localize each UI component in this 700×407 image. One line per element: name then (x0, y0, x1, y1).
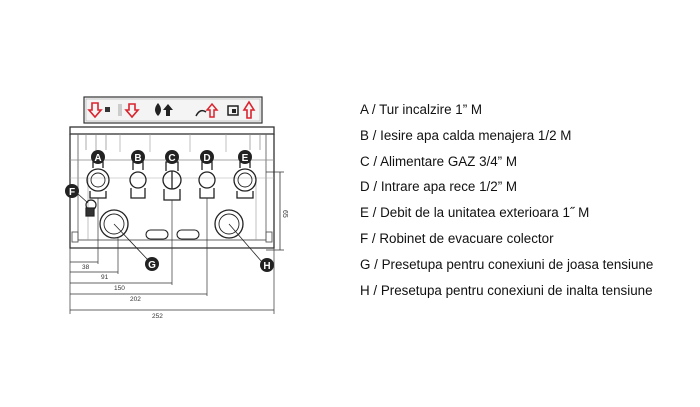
dim-91: 91 (101, 274, 109, 281)
dim-38: 38 (82, 264, 90, 271)
letter-H: H (263, 261, 270, 272)
bubble-E: E (238, 150, 252, 164)
legend-item-A: A / Tur incalzire 1” M (360, 102, 483, 117)
dim-252: 252 (152, 313, 163, 320)
gas-flame-icon (155, 103, 173, 116)
drain-valve-F (77, 193, 97, 217)
vertical-dimension: 65 (266, 171, 288, 251)
legend-item-F: F / Robinet de evacuare colector (360, 230, 554, 246)
gland-H (214, 209, 263, 263)
connector-E (233, 161, 257, 199)
legend-item-C: C / Alimentare GAZ 3/4” M (360, 153, 518, 169)
letter-F: F (69, 187, 75, 198)
gland-G (99, 209, 149, 261)
bubble-C: C (165, 150, 179, 164)
dim-vertical: 65 (281, 210, 288, 218)
dim-150: 150 (114, 285, 125, 292)
connector-C (162, 161, 182, 201)
letter-B: B (134, 153, 141, 164)
arrow-up-return-icon (195, 102, 219, 118)
arrow-down-hot-icon (87, 102, 110, 119)
horizontal-dimensions: 38 91 150 202 252 (69, 198, 275, 320)
legend-item-D: D / Intrare apa rece 1/2” M (360, 179, 518, 195)
icon-strip (83, 96, 263, 124)
legend-item-H: H / Presetupa pentru conexiuni de inalta… (360, 282, 653, 298)
connector-A (86, 161, 110, 199)
legend-item-E: E / Debit de la unitatea exterioara 1˝ M (360, 205, 590, 221)
letter-G: G (148, 260, 156, 271)
dim-202: 202 (130, 296, 141, 303)
legend-item-B: B / Iesire apa calda menajera 1/2 M (360, 127, 572, 143)
bubble-F: F (65, 184, 79, 198)
bubble-H: H (260, 258, 274, 272)
arrow-down-water-icon (118, 103, 140, 119)
connection-legend: A / Tur incalzire 1” M B / Iesire apa ca… (360, 97, 695, 303)
letter-D: D (203, 153, 210, 164)
arrow-up-exterior-icon (227, 100, 256, 119)
bubble-D: D (200, 150, 214, 164)
letter-C: C (168, 153, 175, 164)
legend-item-G: G / Presetupa pentru conexiuni de joasa … (360, 256, 654, 272)
bubble-G: G (145, 257, 159, 271)
letter-E: E (242, 153, 249, 164)
connector-D (198, 161, 216, 199)
bubble-B: B (131, 150, 145, 164)
connector-B (129, 161, 147, 199)
vent-slots (145, 229, 200, 240)
connection-diagram: A B C D E F G H 65 (65, 96, 288, 320)
bubble-A: A (91, 150, 105, 164)
letter-A: A (94, 153, 101, 164)
